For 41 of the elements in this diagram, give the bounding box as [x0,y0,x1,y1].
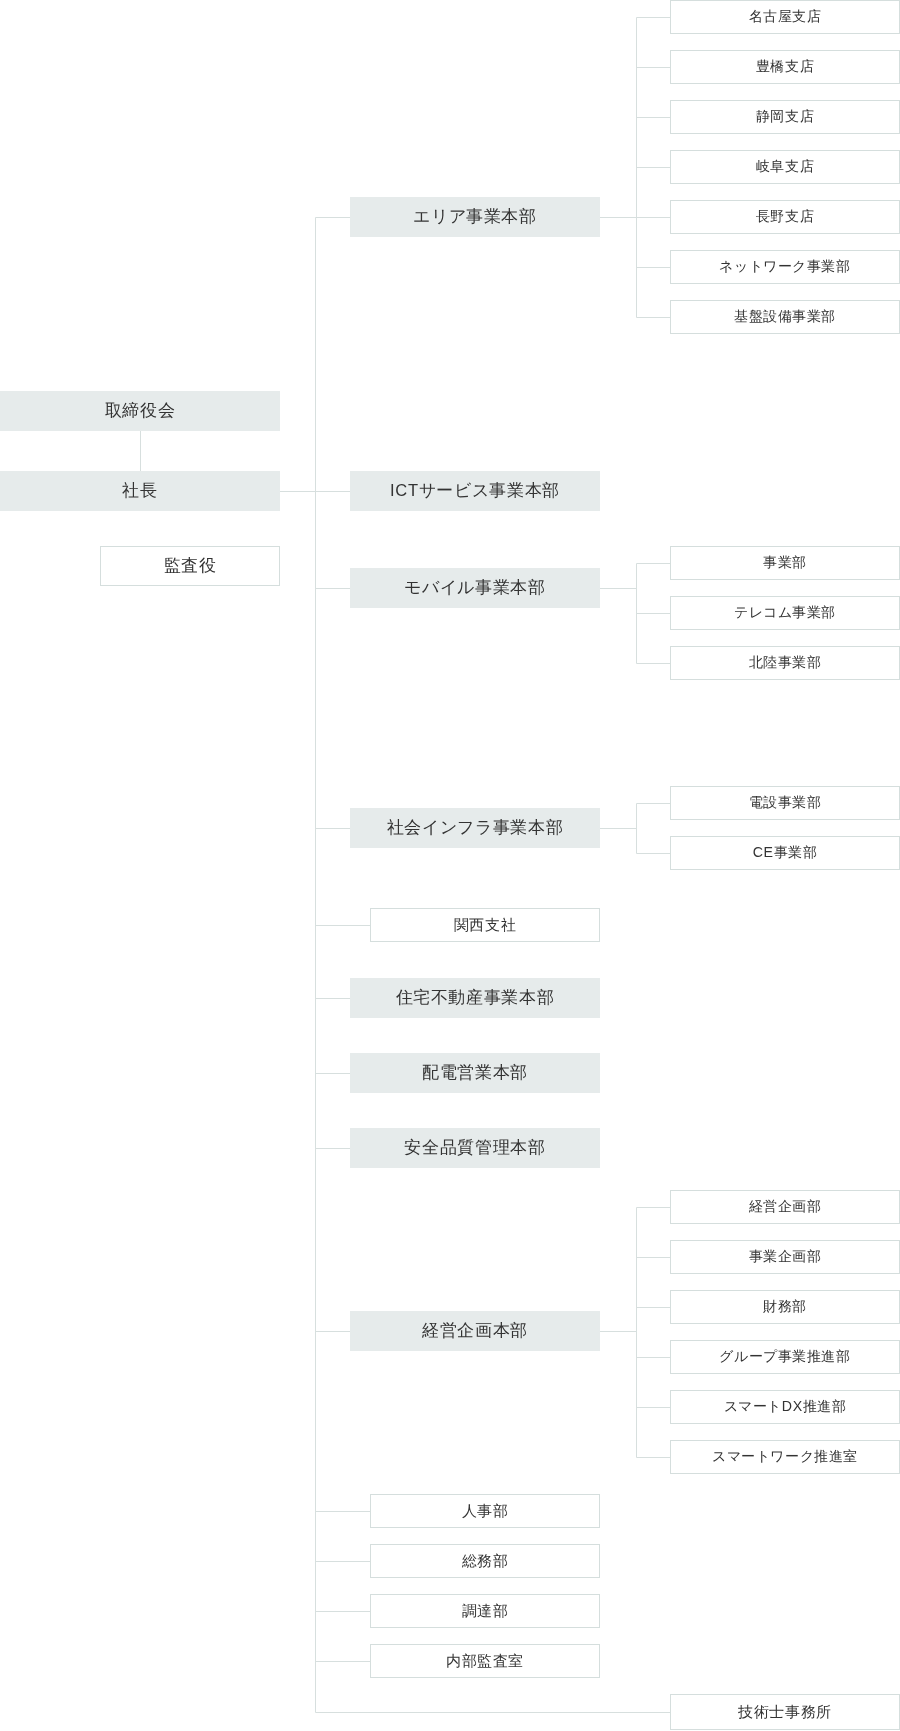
outlined-box: 監査役 [100,546,280,586]
shaded-box: 安全品質管理本部 [350,1128,600,1168]
outlined-box: 総務部 [370,1544,600,1578]
outlined-box: グループ事業推進部 [670,1340,900,1374]
connector-line [599,1207,671,1458]
outlined-box: スマートDX推進部 [670,1390,900,1424]
outlined-box: 電設事業部 [670,786,900,820]
outlined-box: 岐阜支店 [670,150,900,184]
outlined-box: 関西支社 [370,908,600,942]
connector-line [599,563,671,664]
shaded-box: 経営企画本部 [350,1311,600,1351]
shaded-box: 住宅不動産事業本部 [350,978,600,1018]
outlined-box: スマートワーク推進室 [670,1440,900,1474]
shaded-box: モバイル事業本部 [350,568,600,608]
outlined-box: 名古屋支店 [670,0,900,34]
outlined-box: 内部監査室 [370,1644,600,1678]
outlined-box: 豊橋支店 [670,50,900,84]
connector-line [599,803,671,854]
shaded-box: 配電営業本部 [350,1053,600,1093]
outlined-box: 事業企画部 [670,1240,900,1274]
connector-line [599,17,671,318]
outlined-box: 調達部 [370,1594,600,1628]
connector-line [140,430,141,472]
outlined-box: 財務部 [670,1290,900,1324]
shaded-box: 社長 [0,471,280,511]
outlined-box: 経営企画部 [670,1190,900,1224]
outlined-box: テレコム事業部 [670,596,900,630]
outlined-box: 基盤設備事業部 [670,300,900,334]
outlined-box: 静岡支店 [670,100,900,134]
shaded-box: ICTサービス事業本部 [350,471,600,511]
shaded-box: エリア事業本部 [350,197,600,237]
outlined-box: 事業部 [670,546,900,580]
outlined-box: 北陸事業部 [670,646,900,680]
shaded-box: 取締役会 [0,391,280,431]
outlined-box: 技術士事務所 [670,1694,900,1730]
outlined-box: 人事部 [370,1494,600,1528]
shaded-box: 社会インフラ事業本部 [350,808,600,848]
outlined-box: CE事業部 [670,836,900,870]
outlined-box: 長野支店 [670,200,900,234]
connector-line [279,217,671,1713]
outlined-box: ネットワーク事業部 [670,250,900,284]
